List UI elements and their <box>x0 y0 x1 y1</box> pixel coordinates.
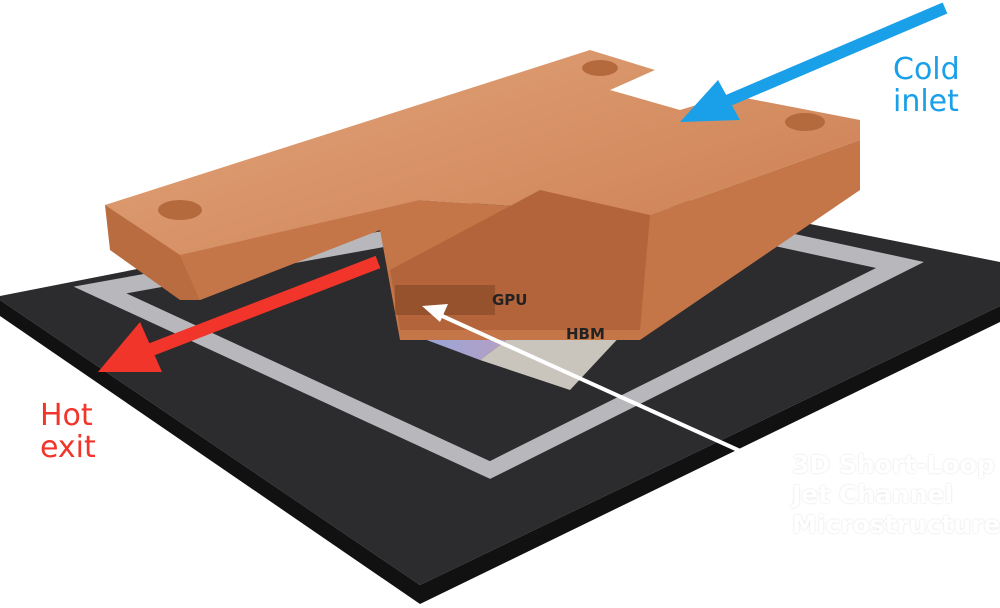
hbm-label: HBM <box>566 325 605 343</box>
substrate-edge <box>0 300 1000 604</box>
cold-inlet-arrow <box>680 2 948 122</box>
substrate-board <box>0 180 1000 585</box>
cold-label-line1: Cold <box>893 52 960 87</box>
gpu-label: GPU <box>492 291 528 309</box>
mount-hole <box>158 200 202 220</box>
mount-hole <box>785 113 825 131</box>
hot-label-line1: Hot <box>40 398 93 433</box>
cold-inlet-label: Cold inlet <box>893 54 960 118</box>
hot-exit-arrow <box>98 255 381 372</box>
micro-label-line3: Microstructures <box>792 510 1000 539</box>
microstructures-label: 3D Short-Loop Jet Channel Microstructure… <box>792 450 1000 540</box>
micro-label-line2: Jet Channel <box>792 480 954 509</box>
cold-label-line2: inlet <box>893 84 959 119</box>
microstructure-pointer-arrow <box>422 304 761 462</box>
hot-exit-label: Hot exit <box>40 400 96 464</box>
hot-label-line2: exit <box>40 430 96 465</box>
plate-side-left <box>105 205 200 300</box>
mount-hole <box>582 60 618 76</box>
micro-label-line1: 3D Short-Loop <box>792 450 995 479</box>
